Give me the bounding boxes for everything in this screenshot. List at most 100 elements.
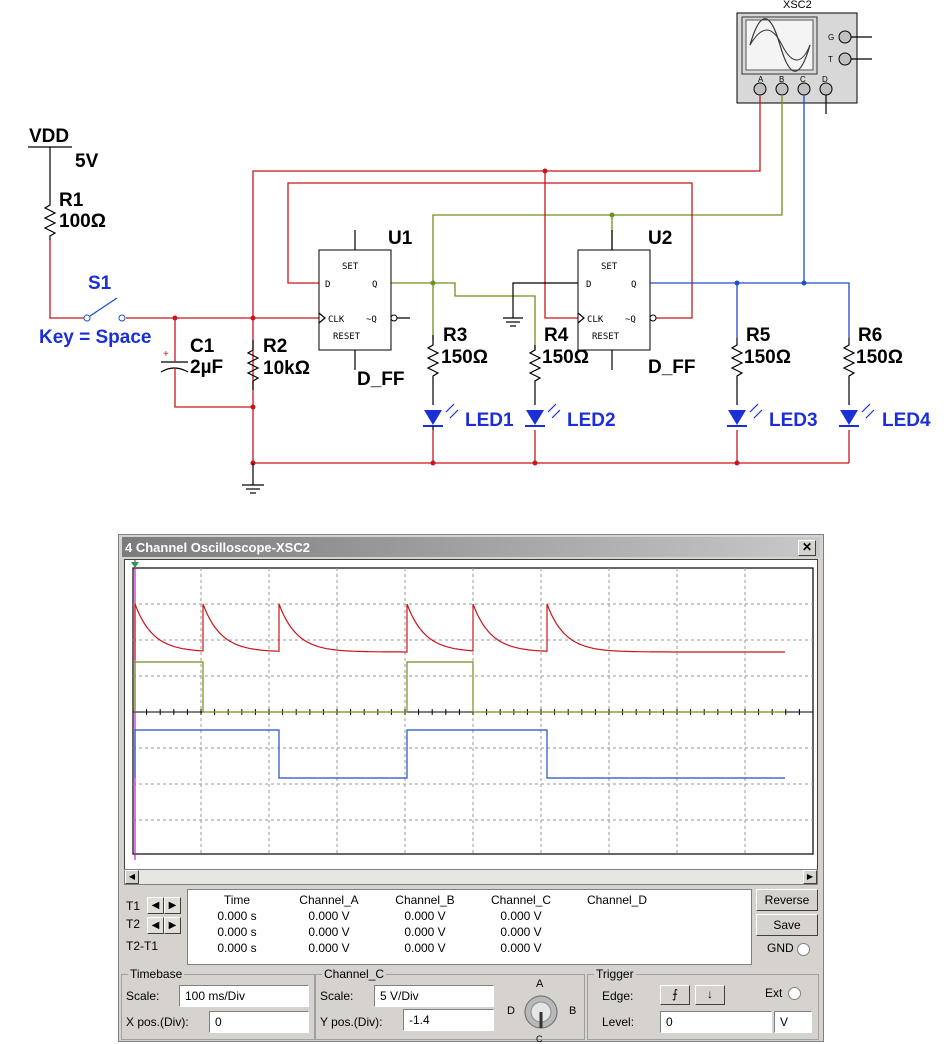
channel-a-trace (134, 603, 785, 660)
r6-value: 150Ω (856, 347, 903, 368)
c1-label: C1 (190, 336, 215, 357)
led3-label: LED3 (769, 410, 818, 431)
scroll-right-icon[interactable]: ▶ (803, 870, 817, 884)
horizontal-scrollbar[interactable]: ◀ ▶ (124, 869, 818, 885)
r5-label: R5 (746, 325, 771, 346)
channel-scale-field[interactable]: 5 V/Div (374, 985, 494, 1007)
t2-channel-c: 0.000 V (500, 925, 542, 939)
r5-value: 150Ω (744, 347, 791, 368)
led4-label: LED4 (882, 410, 931, 431)
dt-channel-a: 0.000 V (308, 941, 350, 955)
timebase-scale-field[interactable]: 100 ms/Div (179, 985, 309, 1007)
u1-clk: CLK (328, 315, 345, 325)
pin-a-label: A (758, 75, 764, 84)
channel-group: Channel_C (315, 967, 585, 1040)
t2-left-arrow-icon[interactable]: ◀ (147, 917, 164, 934)
scroll-left-icon[interactable]: ◀ (125, 870, 139, 884)
header-channel-b: Channel_B (395, 893, 455, 907)
t1-right-arrow-icon[interactable]: ▶ (164, 897, 181, 914)
led2-label: LED2 (567, 410, 616, 431)
timebase-xpos-field[interactable]: 0 (209, 1011, 309, 1033)
t2-t1-label: T2-T1 (126, 939, 159, 953)
pin-d-label: D (822, 75, 828, 84)
r1-label: R1 (59, 190, 84, 211)
u2-d: D (586, 280, 591, 290)
pin-g-label: G (828, 33, 834, 42)
led1-label: LED1 (465, 410, 514, 431)
led2[interactable]: LED2 (525, 403, 616, 431)
title-bar[interactable]: 4 Channel Oscilloscope-XSC2 ✕ (122, 537, 820, 557)
gnd-label: GND (767, 941, 794, 955)
c1-plus: + (163, 349, 169, 360)
trigger-group: Trigger (587, 967, 819, 1040)
measurement-table: Time 0.000 s 0.000 s 0.000 s Channel_A 0… (187, 889, 752, 965)
pin-t-label: T (828, 55, 833, 64)
header-time: Time (223, 893, 251, 907)
u1-reset: RESET (333, 332, 361, 342)
save-button[interactable]: Save (756, 914, 818, 936)
header-channel-d: Channel_D (586, 893, 648, 907)
header-channel-c: Channel_C (490, 893, 552, 907)
led4[interactable]: LED4 (839, 403, 931, 431)
level-field[interactable]: 0 (660, 1011, 772, 1033)
timebase-title: Timebase (128, 967, 185, 981)
level-unit-field[interactable]: V (774, 1011, 812, 1033)
t2-right-arrow-icon[interactable]: ▶ (164, 917, 181, 934)
reverse-button[interactable]: Reverse (756, 889, 818, 911)
u2-nq: ~Q (625, 315, 636, 325)
timebase-group: Timebase (121, 967, 315, 1040)
oscilloscope-window[interactable]: 4 Channel Oscilloscope-XSC2 ✕ (118, 534, 824, 1044)
u2-label: U2 (648, 228, 672, 249)
u1-flipflop[interactable]: SET D Q CLK ~Q RESET U1 D_FF (318, 228, 413, 390)
r2-value: 10kΩ (263, 358, 310, 379)
dt-channel-b: 0.000 V (404, 941, 446, 955)
gnd-radio[interactable] (797, 943, 810, 956)
r1-resistor[interactable]: R1 100Ω (43, 190, 106, 240)
c1-capacitor[interactable]: + C1 2µF (160, 336, 223, 380)
xsc2-label: XSC2 (783, 0, 812, 11)
r2-label: R2 (263, 336, 287, 357)
timebase-xpos-label: X pos.(Div): (126, 1015, 189, 1029)
r5-resistor[interactable]: R5 150Ω (730, 325, 791, 405)
r4-value: 150Ω (542, 347, 589, 368)
ext-label: Ext (765, 986, 783, 1000)
u1-type: D_FF (357, 369, 405, 390)
knob-label-b: B (569, 1005, 577, 1017)
u2-q: Q (631, 280, 636, 290)
window-title: 4 Channel Oscilloscope-XSC2 (125, 540, 310, 555)
knob-label-a: A (536, 978, 544, 990)
trigger-title: Trigger (594, 967, 636, 981)
channel-ypos-field[interactable]: -1.4 (403, 1009, 494, 1031)
u2-flipflop[interactable]: SET D Q CLK ~Q RESET U2 D_FF (577, 228, 696, 378)
channel-selector-knob-icon[interactable] (521, 992, 561, 1032)
knob-label-c: C (536, 1034, 543, 1044)
rising-edge-icon[interactable]: ⨍ (660, 985, 690, 1005)
r6-label: R6 (858, 325, 882, 346)
r4-resistor[interactable]: R4 150Ω (528, 325, 589, 405)
s1-switch[interactable]: S1 Key = Space (39, 273, 152, 348)
u1-nq: ~Q (366, 315, 377, 325)
falling-edge-icon[interactable]: ↓ (695, 985, 725, 1005)
u2-clk: CLK (587, 315, 604, 325)
ext-radio[interactable] (788, 987, 801, 1000)
r6-resistor[interactable]: R6 150Ω (842, 325, 903, 405)
r3-label: R3 (443, 325, 467, 346)
s1-label: S1 (88, 273, 112, 294)
channel-scale-label: Scale: (320, 989, 354, 1003)
led3[interactable]: LED3 (727, 403, 818, 431)
t2-channel-b: 0.000 V (404, 925, 446, 939)
level-label: Level: (602, 1015, 635, 1029)
circuit-schematic: XSC2 G T A B C D (28, 0, 931, 494)
r2-resistor[interactable]: R2 10kΩ (246, 336, 310, 390)
r1-value: 100Ω (59, 211, 106, 232)
t1-channel-a: 0.000 V (308, 909, 350, 923)
xsc2-instrument[interactable]: XSC2 G T A B C D (736, 0, 872, 114)
close-icon[interactable]: ✕ (798, 540, 816, 556)
t1-left-arrow-icon[interactable]: ◀ (147, 897, 164, 914)
vdd-source[interactable]: VDD 5V (28, 126, 99, 195)
s1-key-label: Key = Space (39, 327, 152, 348)
r3-resistor[interactable]: R3 150Ω (426, 325, 488, 405)
u1-q: Q (372, 280, 377, 290)
led1[interactable]: LED1 (423, 403, 514, 431)
dt-time: 0.000 s (217, 941, 257, 955)
